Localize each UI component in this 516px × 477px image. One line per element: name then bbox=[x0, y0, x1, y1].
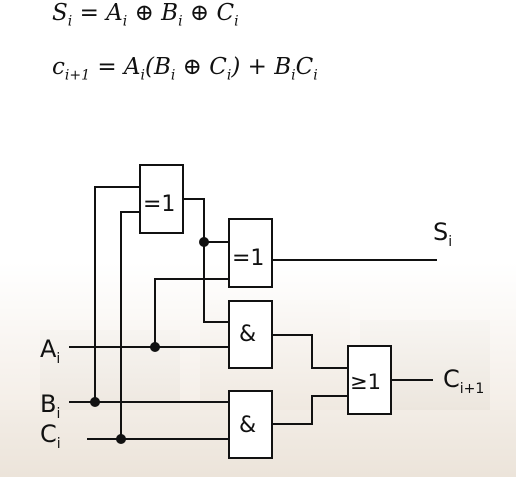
carry-sub-5: i bbox=[313, 67, 318, 84]
carry-part-2: (B bbox=[145, 54, 171, 80]
input-c-letter: C bbox=[40, 420, 57, 448]
output-c-sub: i+1 bbox=[460, 381, 485, 397]
and-gate-1 bbox=[228, 300, 273, 369]
and-gate-2 bbox=[228, 390, 273, 459]
and-gate-1-label: & bbox=[239, 322, 256, 347]
wire-b-to-xor1 bbox=[94, 186, 141, 403]
sum-term-b: B bbox=[161, 0, 179, 26]
or-gate bbox=[347, 345, 392, 415]
carry-lhs-sub: i+1 bbox=[64, 67, 91, 84]
sum-equals: = bbox=[79, 0, 99, 26]
xor-gate-1-label: =1 bbox=[143, 192, 175, 217]
input-a-sub: i bbox=[56, 351, 60, 367]
output-s-label: Si bbox=[433, 218, 452, 250]
carry-part-1: = A bbox=[97, 54, 141, 80]
wire-xor1-out bbox=[182, 198, 230, 243]
carry-part-3: ⊕ C bbox=[175, 54, 227, 80]
carry-lhs: c bbox=[52, 54, 65, 80]
xor-operator: ⊕ bbox=[134, 0, 154, 26]
input-a-label: Ai bbox=[40, 335, 60, 367]
carry-sub-3: i bbox=[226, 67, 232, 84]
xor-gate-1 bbox=[139, 164, 184, 234]
and-gate-2-label: & bbox=[239, 413, 256, 438]
input-b-sub: i bbox=[56, 406, 60, 422]
sum-lhs: S bbox=[52, 0, 68, 26]
wire-c-to-xor1 bbox=[120, 211, 141, 440]
or-gate-label: ≥1 bbox=[350, 370, 381, 394]
carry-sub-2: i bbox=[170, 67, 176, 84]
junction-a bbox=[150, 342, 160, 352]
output-c-letter: C bbox=[443, 365, 460, 393]
wire-a-to-xor2 bbox=[154, 278, 230, 348]
output-s-sub: i bbox=[448, 234, 452, 250]
output-c-label: Ci+1 bbox=[443, 365, 484, 397]
sum-term-b-sub: i bbox=[178, 13, 183, 30]
junction-b bbox=[90, 397, 100, 407]
xor-operator: ⊕ bbox=[189, 0, 210, 26]
junction-xor1 bbox=[199, 237, 209, 247]
wire-xor1-to-and1 bbox=[203, 241, 230, 323]
input-b-label: Bi bbox=[40, 390, 60, 422]
carry-equation: ci+1 = Ai(Bi ⊕ Ci) + BiCi bbox=[52, 54, 318, 84]
sum-term-a: A bbox=[106, 0, 123, 26]
input-c-label: Ci bbox=[40, 420, 61, 452]
output-s-letter: S bbox=[433, 218, 448, 246]
sum-term-a-sub: i bbox=[122, 13, 128, 30]
xor-gate-2-label: =1 bbox=[232, 246, 264, 271]
carry-part-5: C bbox=[295, 54, 314, 80]
input-a-letter: A bbox=[40, 335, 57, 363]
xor-gate-2 bbox=[228, 218, 273, 288]
sum-equation: Si = Ai ⊕ Bi ⊕ Ci bbox=[52, 0, 239, 30]
sum-lhs-sub: i bbox=[67, 13, 73, 30]
carry-sub-4: i bbox=[291, 67, 296, 84]
input-b-letter: B bbox=[40, 390, 56, 418]
sum-term-c-sub: i bbox=[234, 13, 239, 30]
carry-sub-1: i bbox=[140, 67, 146, 84]
sum-term-c: C bbox=[216, 0, 235, 26]
input-c-sub: i bbox=[57, 436, 61, 452]
wire-and1-out bbox=[271, 334, 349, 369]
carry-part-4: ) + B bbox=[231, 54, 292, 80]
junction-c bbox=[116, 434, 126, 444]
wire-and2-out bbox=[271, 395, 349, 425]
